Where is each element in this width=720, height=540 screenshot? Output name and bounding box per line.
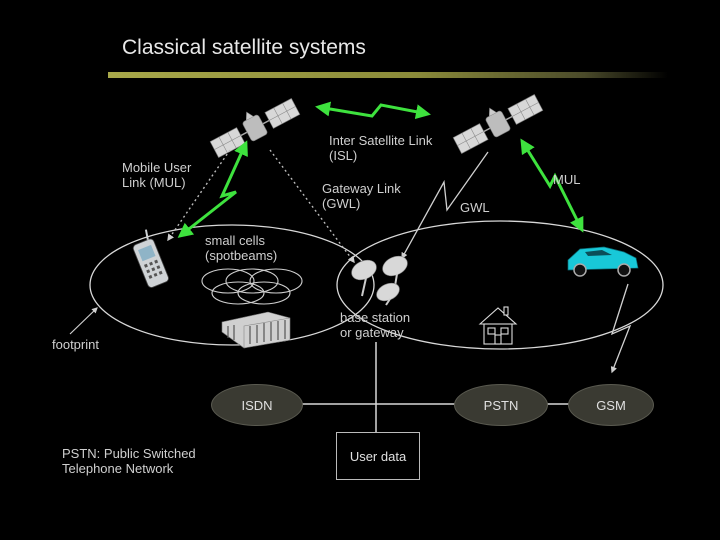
car-icon <box>567 246 639 277</box>
mobile-phone-icon <box>132 229 169 288</box>
footprint-pointer <box>69 307 98 335</box>
isdn-label: ISDN <box>241 397 273 413</box>
mul-left-label: Mobile User Link (MUL) <box>122 160 191 190</box>
gsm-link <box>610 283 632 374</box>
footprint-label: footprint <box>52 337 99 352</box>
house-icon <box>478 306 518 345</box>
small-cells-label-line1: small cells <box>205 233 265 248</box>
isl-label: Inter Satellite Link (ISL) <box>329 133 432 163</box>
slide-title: Classical satellite systems <box>122 36 366 59</box>
gwl-center-label-line1: Gateway Link <box>322 181 401 196</box>
pstn-note-line1: PSTN: Public Switched <box>62 446 196 461</box>
gsm-node: GSM <box>568 384 654 426</box>
small-cells-label-line2: (spotbeams) <box>205 248 278 263</box>
title-underline <box>108 72 668 78</box>
pstn-node: PSTN <box>454 384 548 426</box>
building-icon <box>221 311 291 349</box>
mul-link-left <box>177 140 248 238</box>
gsm-label: GSM <box>596 397 626 413</box>
gateway-dish-icon <box>351 255 408 306</box>
satellite-right-icon <box>452 94 544 154</box>
isl-label-line2: (ISL) <box>329 148 358 163</box>
satellite-left-icon <box>209 98 301 158</box>
base-station-label: base station or gateway <box>340 310 410 340</box>
spotbeam-cells <box>201 268 303 305</box>
gwl-center-label-line2: (GWL) <box>322 196 361 211</box>
network-lines <box>300 342 570 432</box>
base-station-label-line1: base station <box>340 310 411 325</box>
isl-label-line1: Inter Satellite Link <box>329 133 433 148</box>
footprint-right <box>336 220 664 350</box>
pstn-note-line2: Telephone Network <box>62 461 174 476</box>
mul-right-label: MUL <box>553 172 581 187</box>
dotted-link-gateway <box>269 149 355 264</box>
gwl-link-right <box>401 151 489 260</box>
dotted-link-phone <box>167 149 231 242</box>
mul-link-right <box>520 138 584 233</box>
mul-left-label-line1: Mobile User <box>122 160 192 175</box>
gwl-right-label: GWL <box>460 200 490 215</box>
mul-left-label-line2: Link (MUL) <box>122 175 186 190</box>
user-data-box: User data <box>336 432 420 480</box>
isl-link <box>315 101 431 120</box>
pstn-note: PSTN: Public Switched Telephone Network <box>62 446 196 476</box>
base-station-label-line2: or gateway <box>340 325 404 340</box>
gwl-center-label: Gateway Link (GWL) <box>322 181 401 211</box>
user-data-label: User data <box>349 448 407 464</box>
small-cells-label: small cells (spotbeams) <box>205 233 277 263</box>
isdn-node: ISDN <box>211 384 303 426</box>
pstn-label: PSTN <box>483 397 519 413</box>
